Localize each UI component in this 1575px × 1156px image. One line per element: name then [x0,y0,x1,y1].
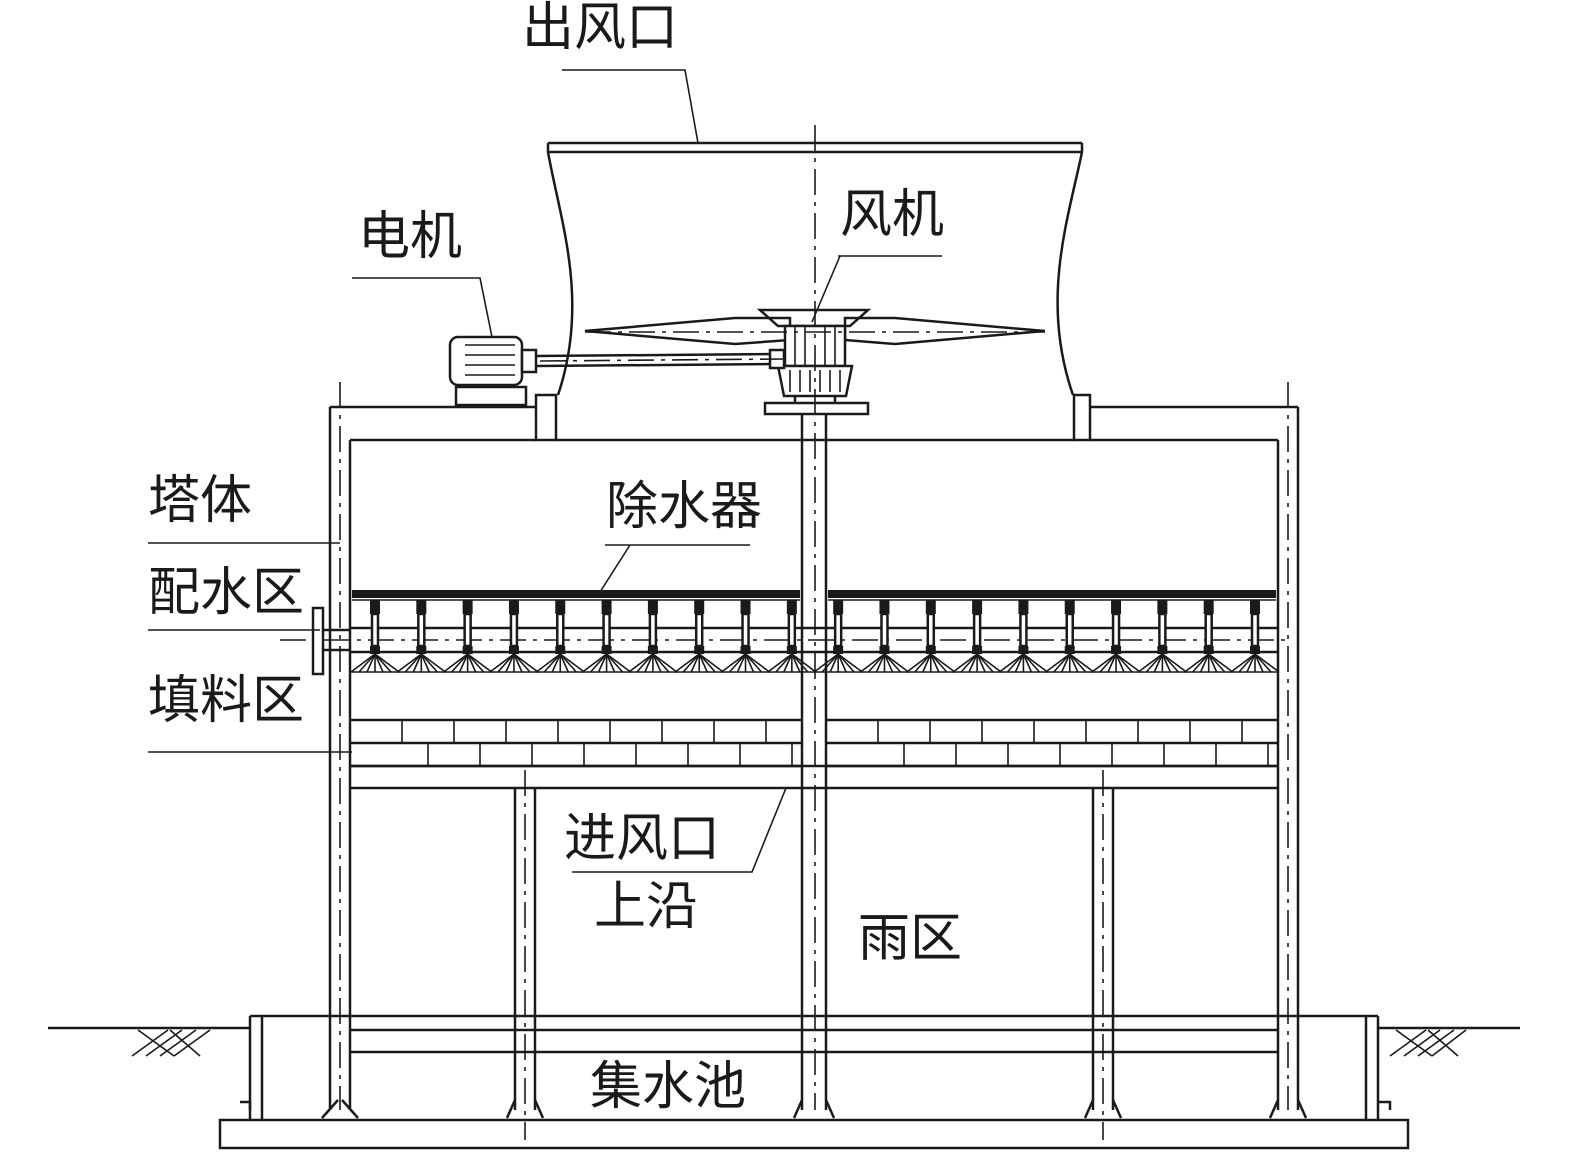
spray-nozzle [1045,600,1095,673]
label-motor: 电机 [358,207,462,267]
drift-band [828,590,1276,598]
spray-nozzle [350,600,400,673]
leader-lines [148,69,942,873]
motor [448,335,538,407]
spray-nozzle [952,600,1002,673]
ground-hatch-right [1389,1029,1467,1057]
spray-nozzle [582,600,632,673]
spray-nozzle [859,600,909,673]
spray-nozzle [628,600,678,673]
label-fan: 风机 [840,185,944,245]
spray-nozzle [674,600,724,673]
label-air-inlet-line2: 上沿 [594,877,698,937]
label-rain-zone: 雨区 [858,909,962,969]
spray-nozzle [489,600,539,673]
spray-nozzle [906,600,956,673]
water-distribution-system [311,600,1280,676]
collection-basin [48,1014,1520,1150]
drive-shaft [535,348,786,370]
spray-nozzle [1230,600,1280,673]
label-tower-body: 塔体 [148,471,252,531]
ground-hatch-left [131,1029,211,1057]
tower-frame [321,405,1308,1119]
spray-nozzle [1091,600,1141,673]
label-drift-eliminator: 除水器 [606,477,762,537]
spray-nozzle [998,600,1048,673]
labels: 出风口 风机 电机 塔体 除水器 配水区 填料区 进风口 上沿 雨区 集水池 [148,0,962,1117]
spray-nozzle [1184,600,1234,673]
spray-nozzle [721,600,771,673]
fill-media [350,718,1278,768]
spray-nozzle [1137,600,1187,673]
label-air-inlet-line1: 进风口 [564,809,720,869]
drift-band [352,590,800,598]
spray-nozzle [443,600,493,673]
drift-eliminator [352,590,1276,601]
label-fill-zone: 填料区 [148,671,304,731]
label-water-distribution-zone: 配水区 [148,563,304,623]
spray-nozzle [396,600,446,673]
spray-nozzle [767,600,817,673]
label-outlet: 出风口 [522,0,678,58]
label-collection-basin: 集水池 [590,1057,746,1117]
spray-nozzle [813,600,863,673]
spray-nozzle [535,600,585,673]
